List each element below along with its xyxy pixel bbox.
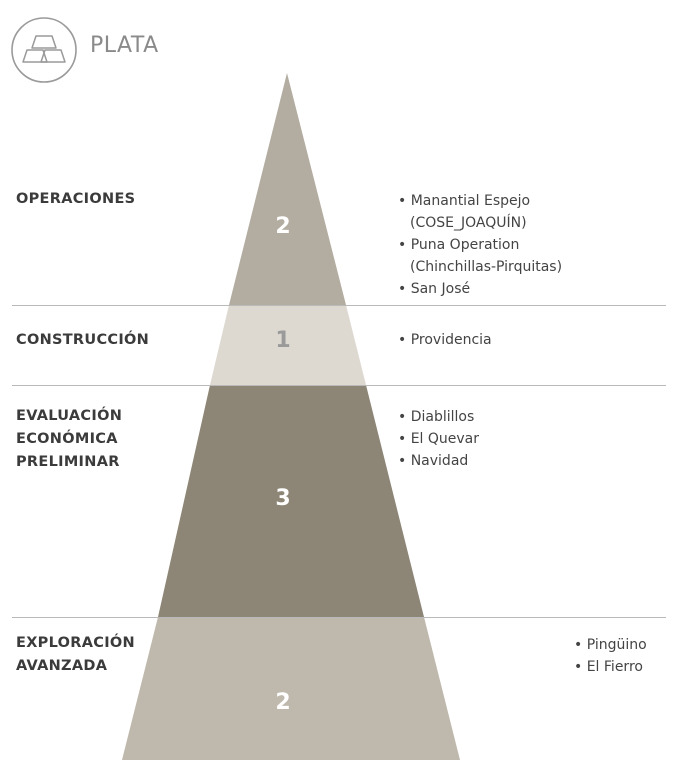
list-item: (COSE_JOAQUÍN): [410, 215, 527, 231]
project-list-evaluacion: • Diablillos • El Quevar • Navidad: [398, 406, 479, 472]
stage-count-construccion: 1: [275, 328, 291, 353]
list-item: • Puna Operation: [398, 237, 520, 253]
divider: [12, 617, 666, 618]
stage-count-operaciones: 2: [275, 214, 291, 239]
list-item: • El Fierro: [574, 659, 643, 675]
list-item: • Pingüino: [574, 637, 647, 653]
stage-label-construccion: CONSTRUCCIÓN: [16, 332, 150, 348]
silver-ingots-icon: [11, 17, 77, 83]
stage-count-exploracion: 2: [275, 690, 291, 715]
list-item: • Manantial Espejo: [398, 193, 531, 209]
pyramid-tier-exploracion: [122, 617, 460, 760]
divider: [12, 305, 666, 306]
list-item: (Chinchillas-Pirquitas): [410, 259, 563, 275]
pyramid-tier-construccion: [210, 305, 366, 385]
pyramid-tier-evaluacion: [158, 385, 424, 617]
stage-label-exploracion: EXPLORACIÓN AVANZADA: [16, 635, 135, 674]
pyramid-tier-operaciones: [229, 73, 346, 305]
stage-label-evaluacion: EVALUACIÓN ECONÓMICA PRELIMINAR: [16, 408, 123, 470]
stage-label-operaciones: OPERACIONES: [16, 191, 136, 207]
stage-count-evaluacion: 3: [275, 486, 291, 511]
project-list-operaciones: • Manantial Espejo (COSE_JOAQUÍN) • Puna…: [398, 190, 562, 300]
list-item: • San José: [398, 281, 471, 297]
list-item: • Diablillos: [398, 409, 475, 425]
list-item: • El Quevar: [398, 431, 480, 447]
project-list-construccion: • Providencia: [398, 329, 492, 351]
project-list-exploracion: • Pingüino • El Fierro: [574, 634, 647, 678]
list-item: • Providencia: [398, 332, 492, 348]
divider: [12, 385, 666, 386]
list-item: • Navidad: [398, 453, 469, 469]
page-title: PLATA: [90, 33, 159, 58]
